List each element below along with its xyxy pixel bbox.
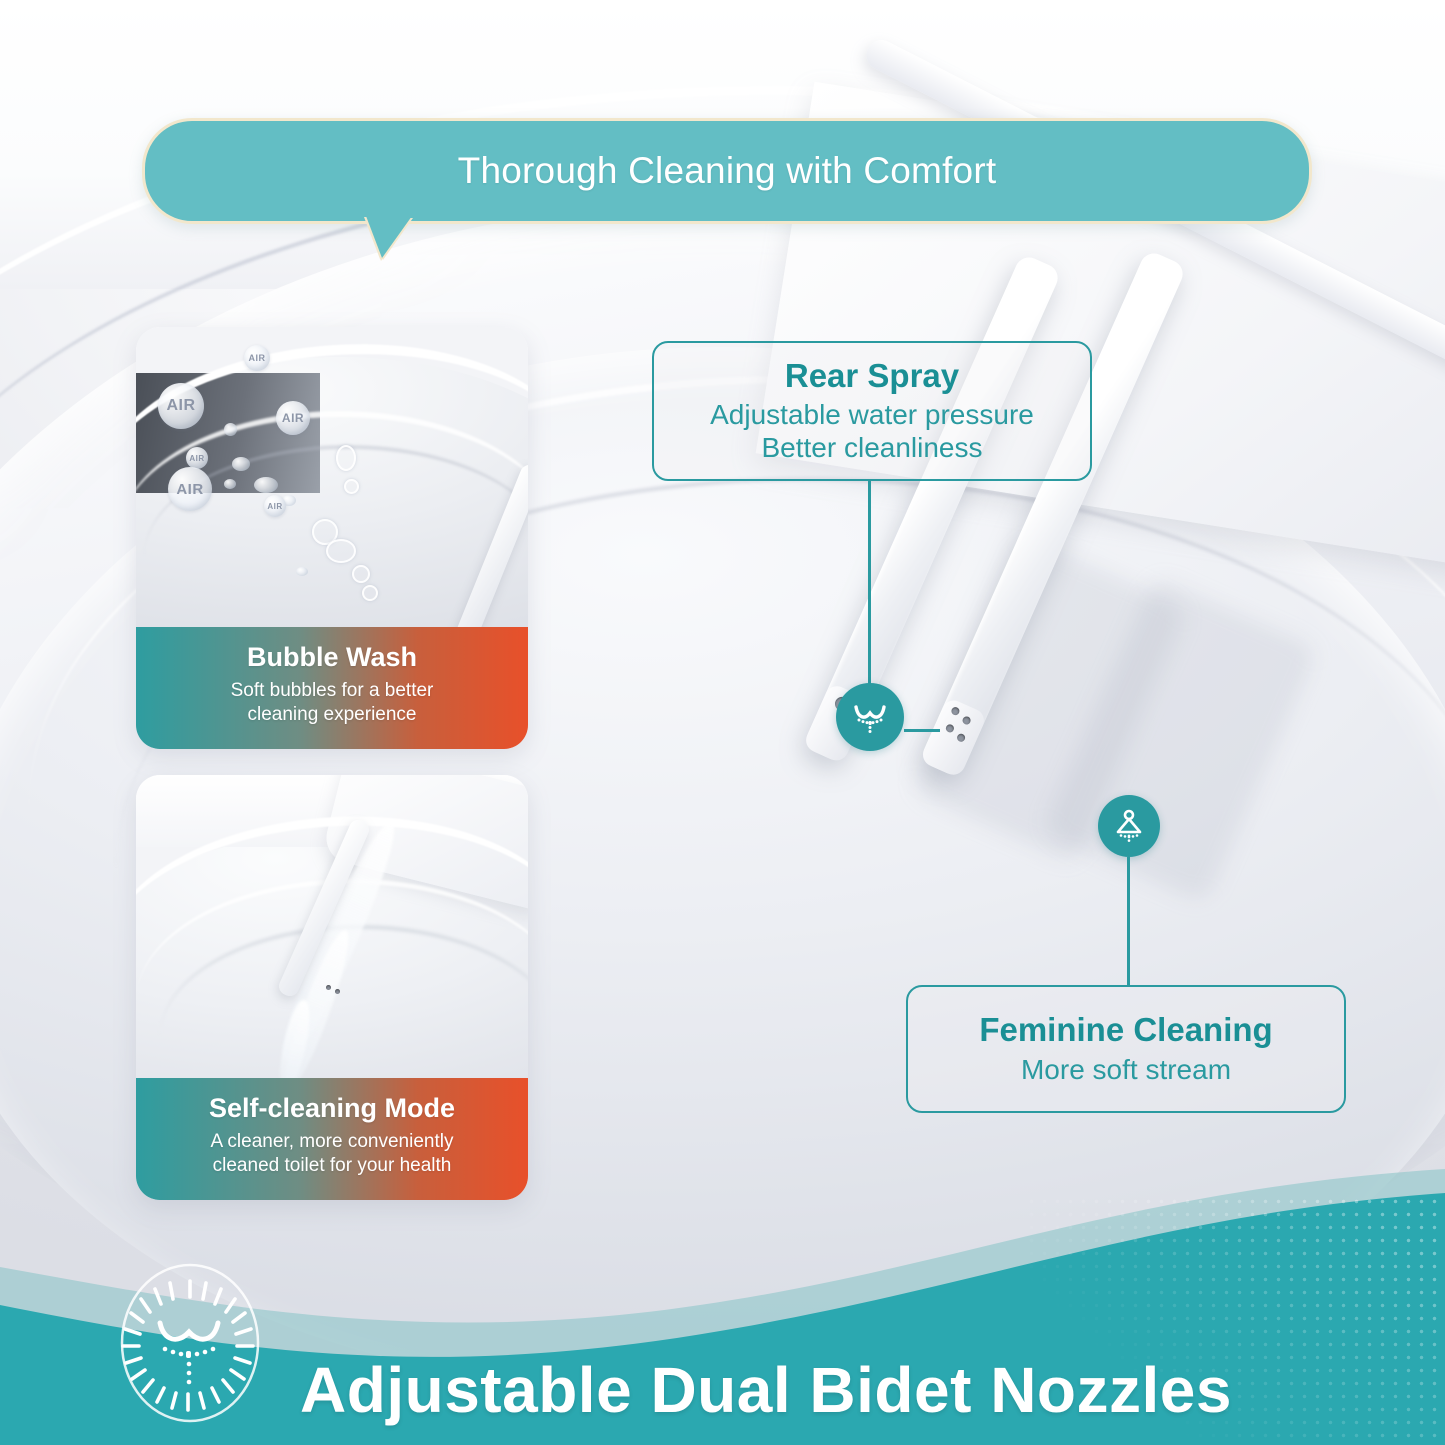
card-subtitle-line1: Soft bubbles for a better bbox=[230, 680, 434, 702]
card-subtitle-line2: cleaned toilet for your health bbox=[212, 1155, 452, 1177]
feature-card-self-cleaning[interactable]: Self-cleaning Mode A cleaner, more conve… bbox=[136, 775, 528, 1200]
air-bubble: AIR bbox=[168, 467, 212, 511]
callout-line-1: More soft stream bbox=[1020, 1053, 1232, 1085]
feminine-spray-icon bbox=[1098, 795, 1160, 857]
bubble-wash-photo: AIR AIR AIR AIR AIR AIR bbox=[136, 327, 528, 627]
card-subtitle-line1: A cleaner, more conveniently bbox=[210, 1131, 454, 1153]
air-bubble-label: AIR bbox=[189, 453, 205, 463]
callout-line-1: Adjustable water pressure bbox=[710, 399, 1034, 431]
air-bubble: AIR bbox=[244, 345, 270, 371]
water-droplet bbox=[282, 495, 296, 506]
header-banner-tail bbox=[366, 216, 412, 258]
footer-wave-band bbox=[0, 1155, 1445, 1445]
air-bubble: AIR bbox=[186, 447, 208, 469]
header-banner: Thorough Cleaning with Comfort bbox=[142, 118, 1312, 224]
card-title: Bubble Wash bbox=[246, 642, 417, 673]
connector-line-rear-spray-horizontal bbox=[904, 729, 940, 732]
water-droplet bbox=[224, 423, 237, 436]
callout-feminine-cleaning[interactable]: Feminine Cleaning More soft stream bbox=[906, 985, 1346, 1113]
card-subtitle-line2: cleaning experience bbox=[247, 704, 417, 726]
air-bubble: AIR bbox=[264, 495, 286, 517]
self-cleaning-caption: Self-cleaning Mode A cleaner, more conve… bbox=[136, 1078, 528, 1200]
bubble-wash-caption: Bubble Wash Soft bubbles for a better cl… bbox=[136, 627, 528, 749]
footer-headline: Adjustable Dual Bidet Nozzles bbox=[300, 1354, 1232, 1426]
water-bubble-ring bbox=[336, 445, 356, 471]
self-cleaning-photo bbox=[136, 775, 528, 1078]
footer-halftone-pattern bbox=[1025, 1195, 1445, 1445]
footer-wave-main bbox=[0, 1193, 1445, 1445]
water-droplet bbox=[254, 477, 278, 493]
rear-spray-nozzle-icon bbox=[836, 683, 904, 751]
air-bubble-label: AIR bbox=[281, 411, 305, 425]
card-title: Self-cleaning Mode bbox=[208, 1093, 456, 1124]
photo2-nozzle-hole bbox=[335, 989, 340, 994]
photo1-rim-shadow bbox=[143, 445, 528, 627]
air-bubble-label: AIR bbox=[166, 397, 196, 414]
air-bubble-label: AIR bbox=[267, 501, 283, 511]
air-bubble: AIR bbox=[276, 401, 310, 435]
brand-emblem bbox=[108, 1261, 272, 1425]
connector-line-rear-spray bbox=[868, 481, 871, 685]
water-bubble-ring bbox=[352, 565, 370, 583]
water-bubble-ring bbox=[312, 519, 338, 545]
connector-line-feminine bbox=[1127, 857, 1130, 987]
air-bubble: AIR bbox=[158, 383, 204, 429]
water-bubble-ring bbox=[344, 479, 359, 494]
air-bubble-label: AIR bbox=[176, 480, 204, 498]
callout-line-2: Better cleanliness bbox=[761, 432, 983, 464]
water-droplet bbox=[296, 567, 308, 576]
water-bubble-ring bbox=[326, 539, 356, 563]
callout-rear-spray[interactable]: Rear Spray Adjustable water pressure Bet… bbox=[652, 341, 1092, 481]
water-droplet bbox=[224, 479, 236, 489]
photo2-nozzle-hole bbox=[326, 985, 331, 990]
photo1-rim-highlight-2 bbox=[136, 411, 528, 627]
water-droplet bbox=[232, 457, 250, 471]
page-title: Thorough Cleaning with Comfort bbox=[457, 150, 997, 191]
air-bubble-label: AIR bbox=[248, 353, 266, 363]
water-bubble-ring bbox=[362, 585, 378, 601]
feature-card-bubble-wash[interactable]: AIR AIR AIR AIR AIR AIR Bubble Wash Soft… bbox=[136, 327, 528, 749]
callout-title: Rear Spray bbox=[784, 356, 960, 394]
callout-title: Feminine Cleaning bbox=[979, 1011, 1273, 1049]
